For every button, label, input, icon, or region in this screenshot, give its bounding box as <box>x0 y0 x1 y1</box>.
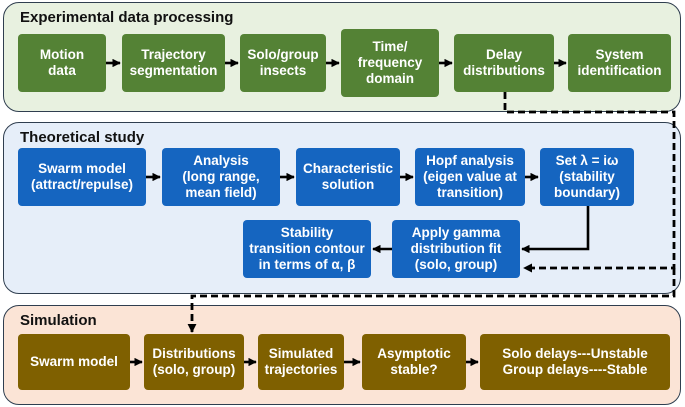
simulation-title: Simulation <box>20 312 97 329</box>
theoretical-title: Theoretical study <box>20 129 145 146</box>
node-apply-gamma-fit: Apply gamma distribution fit (solo, grou… <box>392 220 520 278</box>
node-analysis: Analysis (long range, mean field) <box>162 148 280 206</box>
node-system-identification: System identification <box>568 34 671 92</box>
node-asymptotic-stable: Asymptotic stable? <box>362 334 466 390</box>
node-time-frequency-domain: Time/ frequency domain <box>341 29 439 97</box>
node-stability-contour: Stability transition contour in terms of… <box>243 220 371 278</box>
node-distributions: Distributions (solo, group) <box>144 334 244 390</box>
node-swarm-model-sim: Swarm model <box>18 334 130 390</box>
node-trajectory-segmentation: Trajectory segmentation <box>122 34 225 92</box>
node-solo-group-insects: Solo/group insects <box>240 34 326 92</box>
experimental-title: Experimental data processing <box>20 9 234 26</box>
node-characteristic-solution: Characteristic solution <box>296 148 400 206</box>
node-delay-stability-result: Solo delays---Unstable Group delays----S… <box>480 334 670 390</box>
node-swarm-model-theory: Swarm model (attract/repulse) <box>18 148 146 206</box>
node-set-lambda: Set λ = iω (stability boundary) <box>540 148 634 206</box>
node-hopf-analysis: Hopf analysis (eigen value at transition… <box>415 148 525 206</box>
node-simulated-trajectories: Simulated trajectories <box>258 334 344 390</box>
node-delay-distributions: Delay distributions <box>454 34 554 92</box>
node-motion-data: Motion data <box>18 34 106 92</box>
